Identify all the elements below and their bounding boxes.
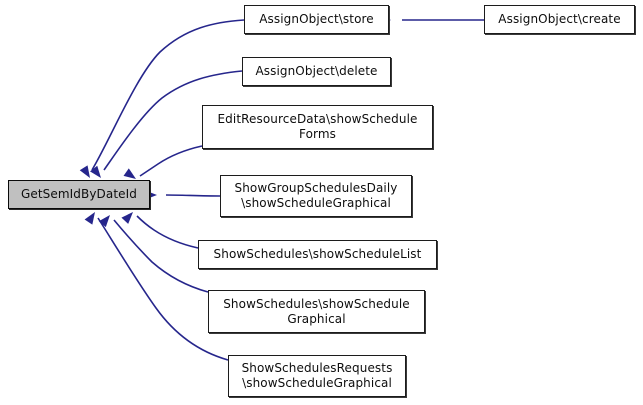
- graph-node-assignobject_create[interactable]: AssignObject\create: [484, 5, 635, 34]
- edge-delete-to-root: [103, 70, 243, 171]
- edge-editresourcedata-to-root-arrowhead: [123, 168, 136, 179]
- graph-node-showschedules_showschedulegraphical[interactable]: ShowSchedules\showSchedule Graphical: [208, 290, 425, 333]
- graph-node-showschedulesrequests_showschedulegraphical[interactable]: ShowSchedulesRequests \showScheduleGraph…: [228, 355, 406, 397]
- edge-showgroupschedulesdaily-to-root: [165, 194, 221, 197]
- graph-node-showgroupschedulesdaily_showschedulegraphical[interactable]: ShowGroupSchedulesDaily \showScheduleGra…: [220, 175, 412, 217]
- edge-store-to-root-arrowhead: [79, 165, 90, 178]
- graph-node-root[interactable]: GetSemIdByDateId: [8, 180, 150, 209]
- graph-node-assignobject_delete[interactable]: AssignObject\delete: [242, 57, 391, 86]
- edges-group: [91, 19, 484, 361]
- edge-showschedulelist-to-root: [136, 215, 199, 249]
- edge-store-to-root: [91, 19, 245, 171]
- edge-showschedulesrequests-to-root: [97, 217, 229, 361]
- edge-editresourcedata-to-root: [139, 145, 203, 177]
- edge-showschedulelist-to-root-arrowhead: [121, 212, 133, 224]
- edge-showschedulegraphical-to-root: [113, 219, 209, 293]
- graph-node-showschedules_showschedulelist[interactable]: ShowSchedules\showScheduleList: [198, 240, 437, 269]
- edge-showschedulesrequests-to-root-arrowhead: [84, 212, 95, 225]
- edge-showschedulegraphical-to-root-arrowhead: [98, 215, 110, 228]
- graph-node-assignobject_store[interactable]: AssignObject\store: [244, 5, 389, 34]
- edge-delete-to-root-arrowhead: [89, 165, 101, 178]
- graph-node-editresourcedata_showscheduleforms[interactable]: EditResourceData\showSchedule Forms: [202, 105, 433, 149]
